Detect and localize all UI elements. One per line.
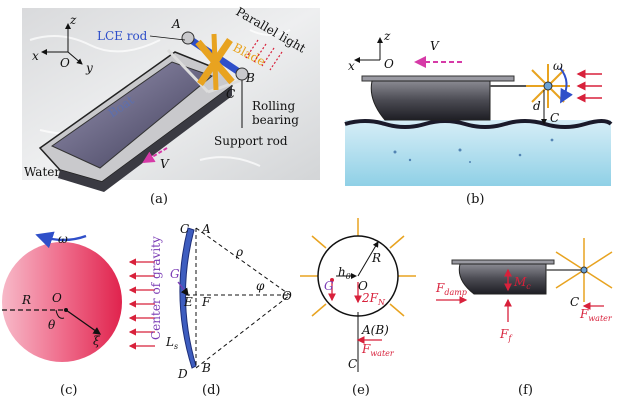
O-label-c: O [52,291,62,305]
B-label-d: B [201,361,211,375]
lce-rod-label: LCE rod [97,29,148,43]
point-b-label: B [245,71,255,85]
panel-a: z x O y Boat LCE rod Blade Parallel ligh… [22,4,320,192]
rolling-label: Rolling [252,99,296,113]
omega-label-b: ω [553,59,563,73]
caption-c: (c) [60,383,77,398]
F-label-d: F [201,295,211,309]
caption-a: (a) [150,192,168,207]
h0-label: h0 [338,265,351,281]
boat-a: Boat [38,51,234,192]
Fwater-label-e: Fwater [361,342,395,358]
D-label-d: D [177,367,188,381]
point-a-label: A [171,17,181,31]
AB-label: A(B) [361,323,389,337]
bearing-b [235,67,249,81]
sea-b [345,120,611,186]
Fdamp-label: Fdamp [435,281,467,297]
axis-z-label-b: z [383,29,391,43]
omega-label-c: ω [58,232,68,246]
C-label-e: C [348,357,357,371]
support-rod-label: Support rod [214,134,288,148]
panel-c: ω R O θ ξ [2,231,155,362]
point-c-label-b: C [550,111,559,125]
R-label-c: R [21,293,31,307]
Mc-label: Mc [513,275,531,291]
point-c-label: C [226,87,235,101]
axes-a: z x O y [32,13,93,75]
C-label-f: C [570,295,579,309]
lce-rod-section [179,227,197,369]
blade-a [195,33,235,91]
Fwater-label-f: Fwater [579,307,613,323]
O-label-e: O [358,279,368,293]
velocity-label-b: V [430,39,440,53]
axis-z-label: z [69,13,77,27]
disk-c [2,242,122,362]
phi-label: φ [256,279,265,293]
E-label-d: E [183,295,193,309]
axis-y-label: y [85,61,93,75]
panel-e: R G h0 O 2FN A(B) Fwater C [300,218,416,372]
panel-b: z x O V ω d C [344,29,613,186]
boat-b [361,75,515,121]
bearing-label: bearing [252,113,299,127]
axis-x-label: x [32,49,39,63]
boat-f [458,263,547,295]
center-of-gravity-label: Center of gravity [149,236,163,340]
velocity-label-a: V [160,157,170,171]
O-label-d: O [282,289,292,303]
axis-origin-label-b: O [384,57,394,71]
water-label: Water [24,165,60,179]
R-label-e: R [371,251,381,265]
theta-label: θ [48,318,56,332]
caption-b: (b) [466,192,484,207]
d-label: d [533,99,541,113]
caption-f: (f) [518,383,533,398]
Ff-label: Ff [499,327,513,343]
C-label-d: C [180,222,189,236]
G-label-d: G [170,267,180,281]
G-label-e: G [324,279,334,293]
axis-origin-label: O [60,56,70,70]
caption-d: (d) [202,383,220,398]
blade-b [526,64,570,108]
xi-label: ξ [93,334,101,348]
bearing-a [181,31,195,45]
axes-b: z x O [348,29,394,73]
caption-e: (e) [352,383,370,398]
2FN-label: 2FN [361,291,386,307]
Ls-label: Ls [165,335,178,351]
panel-d: C A G E F ρ φ O Ls D B Center of gravity [149,222,292,381]
blade-e [300,218,416,317]
A-label-d: A [201,222,211,236]
light-rays-c [128,258,155,350]
axis-x-label-b: x [348,59,355,73]
rho-label: ρ [235,245,243,259]
panel-f: Fdamp Mc Ff C Fwater [435,238,613,343]
light-rays-b [576,69,602,103]
